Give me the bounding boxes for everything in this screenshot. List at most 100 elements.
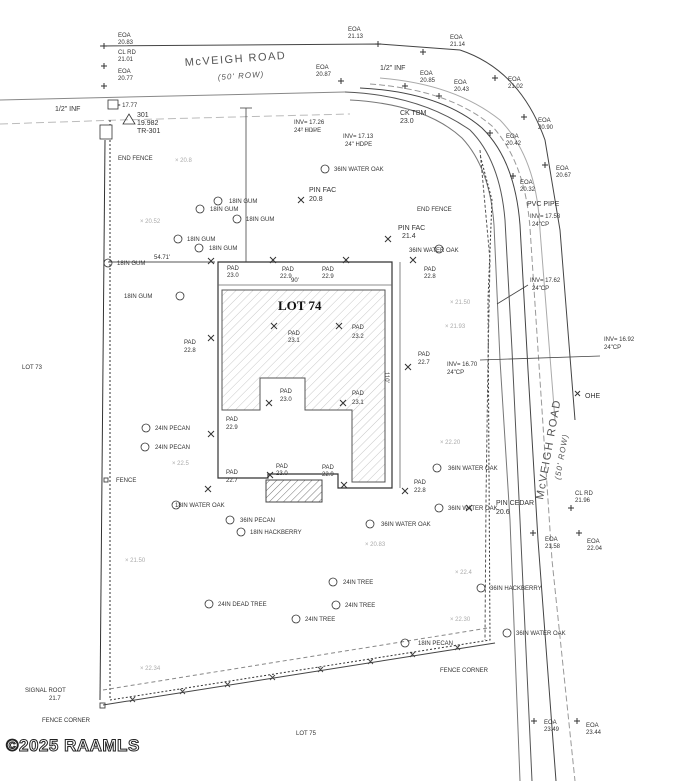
- svg-text:24IN PECAN: 24IN PECAN: [155, 426, 190, 432]
- svg-text:22.04: 22.04: [587, 546, 603, 552]
- svg-text:× 22.20: × 22.20: [440, 440, 461, 446]
- svg-text:PIN FAC: PIN FAC: [398, 225, 425, 232]
- svg-text:20.6: 20.6: [496, 509, 510, 516]
- svg-text:20.90: 20.90: [538, 125, 554, 131]
- fence-marks: [99, 477, 461, 709]
- tree-0: 36IN WATER OAK: [320, 164, 384, 174]
- svg-text:CK TBM: CK TBM: [400, 110, 426, 117]
- tree-16: 36IN WATER OAK: [434, 503, 498, 513]
- svg-text:24IN DEAD TREE: 24IN DEAD TREE: [218, 602, 267, 608]
- svg-text:20.83: 20.83: [118, 40, 134, 46]
- svg-text:18IN GUM: 18IN GUM: [117, 261, 145, 267]
- svg-text:21.4: 21.4: [402, 233, 416, 240]
- tree-12: 18IN WATER OAK: [171, 500, 225, 510]
- svg-text:PAD: PAD: [280, 389, 293, 395]
- tree-5: 18IN GUM: [194, 243, 237, 253]
- tree-23: 36IN WATER OAK: [502, 628, 566, 638]
- svg-text:SIGNAL ROOT: SIGNAL ROOT: [25, 688, 66, 694]
- tree-21: 36IN HACKBERRY: [476, 583, 542, 593]
- svg-text:18IN PECAN: 18IN PECAN: [418, 641, 453, 647]
- svg-text:EOA: EOA: [348, 27, 361, 33]
- svg-text:24IN PECAN: 24IN PECAN: [155, 445, 190, 451]
- svg-text:INV= 17.26: INV= 17.26: [294, 120, 325, 126]
- svg-text:PAD: PAD: [424, 267, 437, 273]
- svg-text:23.0: 23.0: [400, 118, 414, 125]
- svg-text:PAD: PAD: [352, 391, 365, 397]
- svg-text:18IN GUM: 18IN GUM: [246, 217, 274, 223]
- svg-text:CL RD: CL RD: [575, 491, 593, 497]
- svg-text:21.96: 21.96: [575, 498, 591, 504]
- svg-text:18IN HACKBERRY: 18IN HACKBERRY: [250, 530, 302, 536]
- svg-text:PAD: PAD: [288, 331, 301, 337]
- svg-text:× 22.4: × 22.4: [455, 570, 473, 576]
- svg-text:1/2" INF: 1/2" INF: [380, 65, 405, 72]
- svg-text:PAD: PAD: [226, 470, 239, 476]
- tree-2: 18IN GUM: [195, 204, 238, 214]
- svg-text:TR-301: TR-301: [137, 128, 160, 135]
- svg-text:INV= 17.13: INV= 17.13: [343, 134, 374, 140]
- svg-text:18IN GUM: 18IN GUM: [210, 207, 238, 213]
- dimension-lines: [240, 107, 252, 262]
- svg-text:22.7: 22.7: [418, 360, 430, 366]
- svg-text:18IN GUM: 18IN GUM: [209, 246, 237, 252]
- svg-text:EOA: EOA: [538, 118, 551, 124]
- svg-text:22.9: 22.9: [322, 472, 334, 478]
- svg-text:23.1: 23.1: [288, 338, 300, 344]
- svg-text:21.01: 21.01: [118, 57, 134, 63]
- svg-text:22.8: 22.8: [184, 348, 196, 354]
- svg-text:FENCE CORNER: FENCE CORNER: [42, 718, 91, 724]
- svg-text:18IN GUM: 18IN GUM: [187, 237, 215, 243]
- svg-text:22.9: 22.9: [322, 274, 334, 280]
- svg-text:EOA: EOA: [544, 720, 557, 726]
- top-annotations: 1/2" INF FL= 17.77 301 19.982 TR-301 END…: [55, 65, 635, 400]
- svg-text:PIN CEDAR: PIN CEDAR: [496, 500, 534, 507]
- svg-text:McVEIGH ROAD: McVEIGH ROAD: [184, 50, 286, 69]
- svg-text:EOA: EOA: [556, 166, 569, 172]
- svg-text:EOA: EOA: [450, 35, 463, 41]
- svg-text:36IN WATER OAK: 36IN WATER OAK: [516, 631, 566, 637]
- svg-text:21.7: 21.7: [49, 696, 61, 702]
- svg-text:24"CP: 24"CP: [604, 345, 621, 351]
- svg-text:FL= 17.77: FL= 17.77: [110, 103, 138, 109]
- svg-text:PVC PIPE: PVC PIPE: [527, 201, 560, 208]
- svg-text:PAD: PAD: [226, 417, 239, 423]
- faint-labels: × 20.8 × 20.52 × 20.5 × 22.20 × 22.5 × 2…: [125, 128, 473, 672]
- svg-text:INV= 17.62: INV= 17.62: [530, 278, 561, 284]
- svg-text:18IN GUM: 18IN GUM: [229, 199, 257, 205]
- svg-text:× 22.5: × 22.5: [172, 461, 190, 467]
- svg-text:36IN WATER OAK: 36IN WATER OAK: [448, 466, 498, 472]
- svg-text:EOA: EOA: [508, 77, 521, 83]
- tree-4: 18IN GUM: [173, 234, 215, 244]
- svg-text:36IN HACKBERRY: 36IN HACKBERRY: [490, 586, 542, 592]
- svg-text:PAD: PAD: [227, 266, 240, 272]
- svg-text:18IN GUM: 18IN GUM: [124, 294, 152, 300]
- svg-text:20.8: 20.8: [309, 196, 323, 203]
- corners: FENCE SIGNAL ROOT 21.7 FENCE CORNER FENC…: [25, 478, 489, 724]
- svg-text:EOA: EOA: [586, 723, 599, 729]
- svg-text:36IN WATER OAK: 36IN WATER OAK: [381, 522, 431, 528]
- svg-text:24"CP: 24"CP: [532, 222, 549, 228]
- svg-text:× 22.30: × 22.30: [450, 617, 471, 623]
- svg-text:PAD: PAD: [418, 352, 431, 358]
- svg-text:20.42: 20.42: [506, 141, 522, 147]
